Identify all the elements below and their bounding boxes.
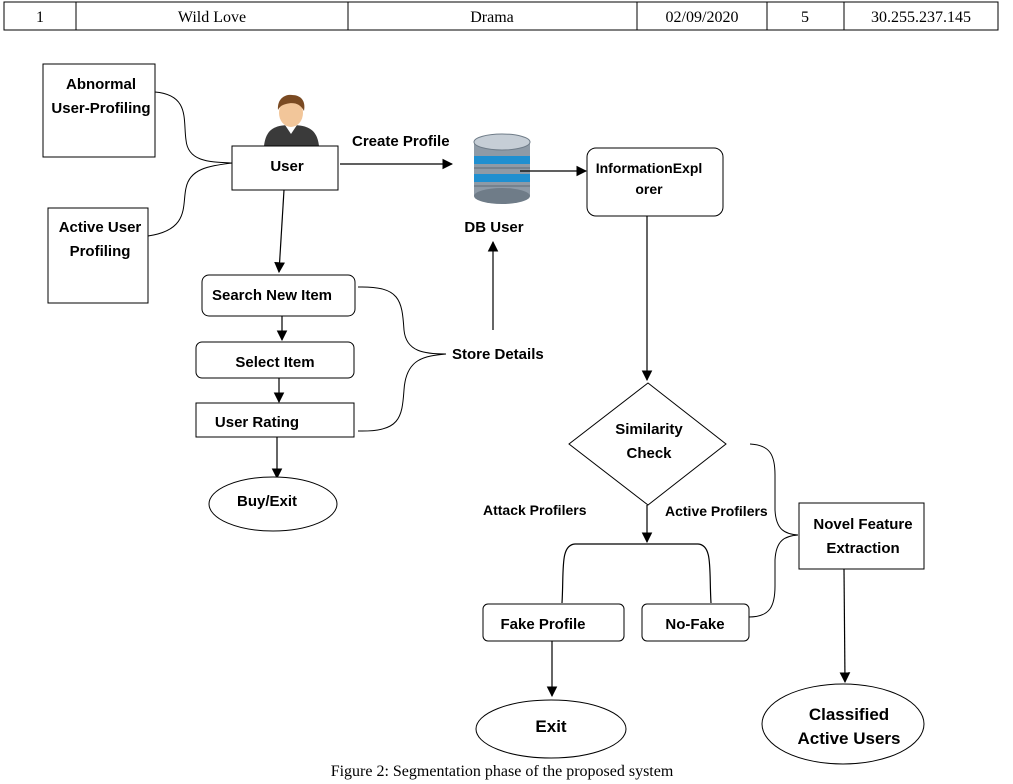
user-box: User [231,145,339,191]
buy-exit-label: Buy/Exit [237,493,297,510]
fake-profile-label: Fake Profile [500,616,585,633]
data-table-row: 1 Wild Love Drama 02/09/2020 5 30.255.23… [3,1,999,31]
classified-active-users-ellipse: Classified Active Users [761,683,925,765]
table-cell-rating: 5 [801,9,809,26]
no-fake-label: No-Fake [665,616,724,633]
select-item-box: Select Item [195,341,355,379]
similarity-check-diamond: Similarity Check [568,382,727,506]
abnormal-profiling-box: Abnormal User-Profiling [42,63,156,158]
novel-feature-brace [748,443,799,618]
novel-feature-line1: Novel Feature [813,516,912,533]
active-profilers-label: Active Profilers [665,503,768,519]
table-cell-title: Wild Love [178,9,246,26]
similarity-check-line2: Check [626,445,672,462]
buy-exit-ellipse: Buy/Exit [208,476,338,532]
table-cell-id: 1 [36,9,44,26]
novel-feature-extraction-box: Novel Feature Extraction [798,502,925,570]
person-icon [264,94,319,146]
exit-ellipse: Exit [475,699,627,759]
table-cell-date: 02/09/2020 [666,9,739,26]
information-explorer-line2: orer [635,181,663,197]
active-user-profiling-line1: Active User [59,219,142,236]
search-new-item-label: Search New Item [212,287,332,304]
abnormal-profiling-line2: User-Profiling [51,100,150,117]
similarity-check-line1: Similarity [615,421,683,438]
database-icon [473,133,531,204]
select-item-label: Select Item [235,354,314,371]
information-explorer-box: InformationExpl orer [586,147,724,217]
active-user-profiling-line2: Profiling [70,243,131,260]
table-cell-ip: 30.255.237.145 [871,9,971,26]
user-rating-label: User Rating [215,414,299,431]
store-details-brace [357,286,447,432]
user-label: User [270,158,304,175]
search-new-item-box: Search New Item [201,274,356,317]
classified-line2: Active Users [797,729,900,748]
user-to-search-arrow [274,189,285,274]
fake-profile-box: Fake Profile [482,603,625,642]
create-profile-label: Create Profile [352,133,450,150]
novel-to-classified-arrow [839,568,851,684]
user-rating-box: User Rating [195,402,355,438]
abnormal-profiling-line1: Abnormal [66,76,136,93]
classified-line1: Classified [809,705,889,724]
attack-profilers-label: Attack Profilers [483,502,587,518]
no-fake-box: No-Fake [641,603,750,642]
split-bracket [561,543,712,604]
exit-label: Exit [535,717,567,736]
table-cell-genre: Drama [470,9,514,26]
novel-feature-line2: Extraction [826,540,899,557]
figure-caption: Figure 2: Segmentation phase of the prop… [331,763,674,780]
active-user-profiling-box: Active User Profiling [47,207,149,304]
profiling-brace [147,91,233,237]
store-details-label: Store Details [452,346,544,363]
information-explorer-line1: InformationExpl [596,160,703,176]
db-user-label: DB User [464,219,523,236]
